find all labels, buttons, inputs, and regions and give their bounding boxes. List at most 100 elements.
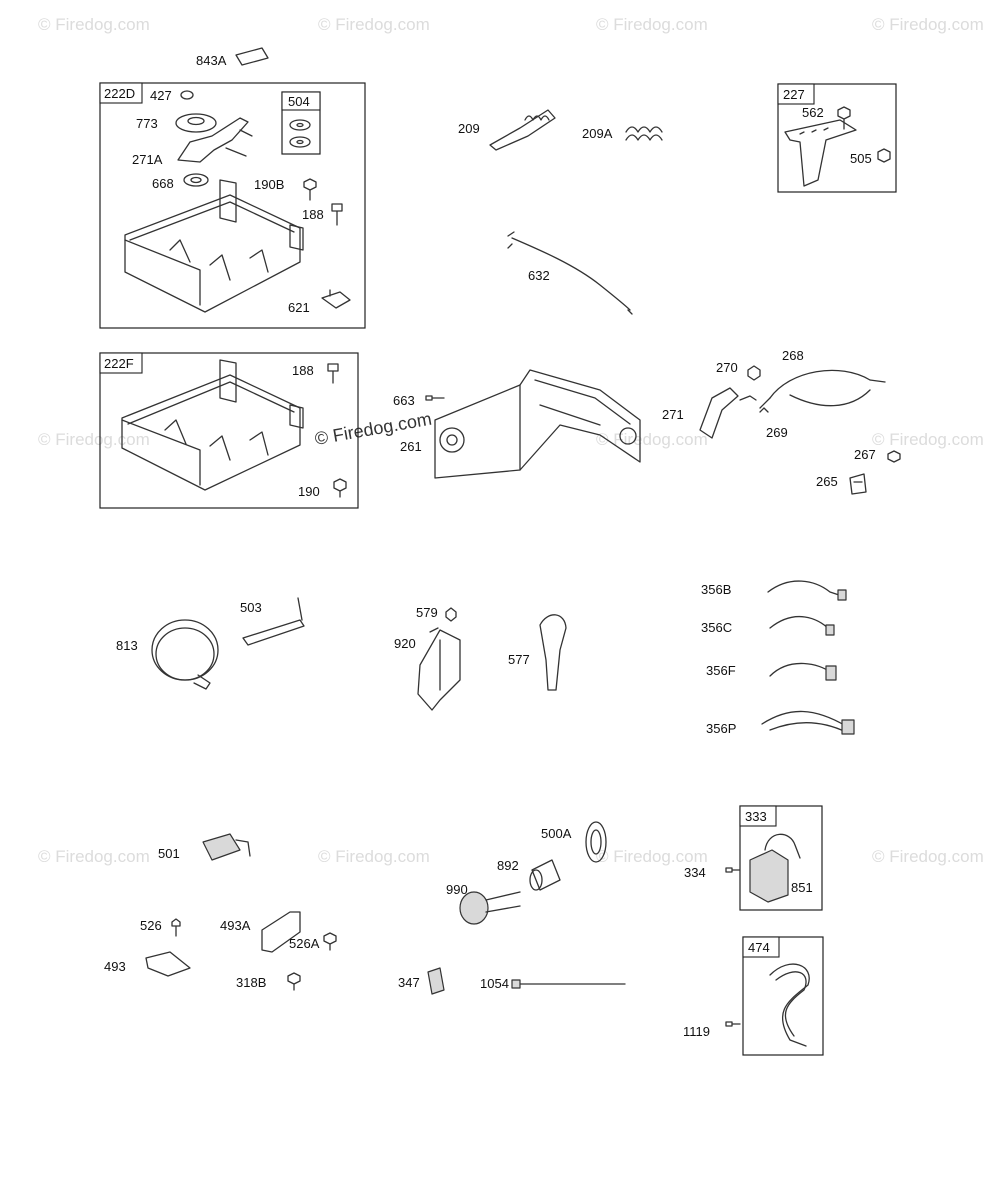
box-tag [777,83,815,105]
part-label-621: 621 [288,300,310,315]
part-label-577: 577 [508,652,530,667]
lever-part [699,387,739,439]
blower-housing-part [434,369,641,479]
plate-part [175,113,217,133]
harness-part [769,616,831,631]
box-tag [99,82,143,104]
part-label-271a: 271A [132,152,163,167]
part-label-356p: 356P [706,721,736,736]
part-label-503: 503 [240,600,262,615]
harness-part [767,580,843,597]
part-label-356c: 356C [701,620,732,635]
housing-detail [534,379,631,426]
box-label: 222D [104,86,135,101]
part-label-562: 562 [802,105,824,120]
nut-part [877,148,891,163]
watermark: © Firedog.com [38,847,150,866]
part-label-270: 270 [716,360,738,375]
plate-hub [187,116,205,126]
box-tag [739,805,777,827]
part-label-579: 579 [416,605,438,620]
lever-detail [225,129,253,157]
part-label-851: 851 [791,880,813,895]
watermark: © Firedog.com [38,15,150,34]
harness-part [775,971,807,1037]
screw-part [725,1021,741,1027]
watermark: © Firedog.com [38,430,150,449]
part-label-1054: 1054 [480,976,509,991]
harness-part [761,710,847,733]
part-label-526a: 526A [289,936,320,951]
part-label-209a: 209A [582,126,613,141]
washer-hole [296,139,304,145]
part-label-265: 265 [816,474,838,489]
nut-part [180,90,194,100]
part-label-267: 267 [854,447,876,462]
watermark: © Firedog.com [872,430,984,449]
screw-part [725,867,741,873]
box-frame [742,936,824,1056]
watermark: © Firedog.com [872,15,984,34]
screw-part [887,450,901,463]
strip-part [242,597,305,646]
screw-part [303,178,317,201]
part-label-209: 209 [458,121,480,136]
part-label-188: 188 [302,207,324,222]
part-label-261: 261 [400,439,422,454]
cable-part [769,369,871,407]
watermark: © Firedog.com [318,847,430,866]
band-inner [155,627,215,681]
box-474: 474 [725,936,824,1056]
washer-part [289,136,311,148]
part-label-188: 188 [292,363,314,378]
housing-hole [439,427,465,453]
box-label: 474 [748,940,770,955]
harness-part [769,662,831,677]
bracket-holes [799,127,829,135]
washer-hole [296,122,304,128]
washer-part [289,119,311,131]
bracket-part [417,629,461,711]
spring-coils [524,115,550,121]
part-label-190b: 190B [254,177,284,192]
switch-part [531,859,561,891]
band-part [151,619,219,681]
boot-part [539,614,567,691]
part-label-268: 268 [782,348,804,363]
part-label-505: 505 [850,151,872,166]
screw-part [287,972,301,991]
part-label-356f: 356F [706,663,736,678]
box-label: 333 [745,809,767,824]
part-label-190: 190 [298,484,320,499]
part-label-500a: 500A [541,826,572,841]
part-label-632: 632 [528,268,550,283]
bolt-part [327,363,339,384]
box-222f: 222F [99,352,359,509]
part-label-269: 269 [766,425,788,440]
screw-part [425,395,445,401]
washer-part [585,821,607,863]
part-label-1119: 1119 [683,1024,710,1039]
nut-part [747,365,761,381]
bracket-tab [219,179,304,251]
part-label-501: 501 [158,846,180,861]
watermarks: © Firedog.com © Firedog.com © Firedog.co… [38,15,984,866]
bracket-detail [169,239,269,281]
box-label: 504 [288,94,310,109]
watermark: © Firedog.com [596,15,708,34]
base-bracket-part [121,374,301,491]
grommet-part [235,47,269,66]
housing-top [519,369,641,471]
part-labels: 843A 427 773 271A 668 190B 188 621 209 2… [104,53,876,1039]
part-label-493a: 493A [220,918,251,933]
cable-ends [759,379,886,409]
part-label-526: 526 [140,918,162,933]
box-333: 333 [725,805,823,911]
box-frame [99,352,359,509]
box-tag [281,91,321,111]
rectifier-part [202,833,241,861]
bolt-part [331,203,343,226]
watermark: © Firedog.com [872,847,984,866]
switch-part [749,849,789,903]
